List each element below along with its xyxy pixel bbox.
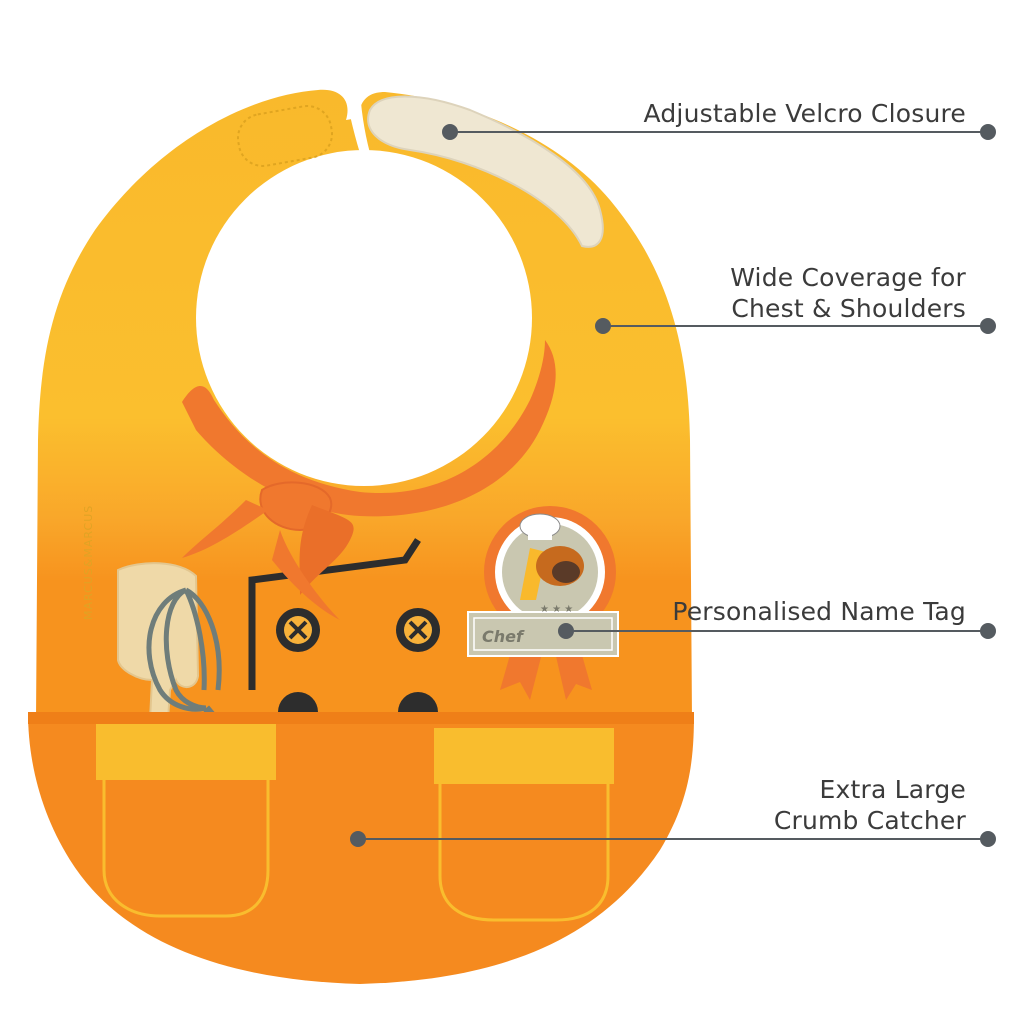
right-pocket-flap — [434, 728, 614, 784]
badge-name-plate — [467, 611, 619, 657]
scarf-band — [182, 340, 556, 517]
velcro-loop-patch — [237, 105, 333, 167]
neck-scarf — [182, 340, 556, 620]
callout-crumb-line-1: Extra Large — [819, 775, 966, 804]
callout-coverage-line-2: Chest & Shoulders — [731, 294, 966, 323]
jacket-button-2 — [396, 608, 440, 652]
scarf-right-tail — [299, 505, 354, 595]
badge-name-text: Chef — [482, 627, 525, 646]
callout-crumb-catcher: Extra Large Crumb Catcher — [774, 774, 966, 836]
callout-crumb-line-2: Crumb Catcher — [773, 806, 966, 835]
left-pocket-outline — [102, 780, 270, 918]
whisk — [146, 587, 222, 723]
name-badge: Chef ★ ★ ★ — [467, 506, 619, 700]
utensils — [117, 562, 222, 723]
callout-coverage-line-1: Wide Coverage for — [730, 263, 966, 292]
velcro-closure — [237, 95, 604, 248]
callout-velcro-line-1: Adjustable Velcro Closure — [643, 99, 966, 128]
callout-line-crumb-catcher — [350, 831, 996, 847]
callout-lines — [350, 124, 996, 847]
callout-wide-coverage: Wide Coverage for Chest & Shoulders — [730, 262, 966, 324]
callout-line-coverage — [595, 318, 996, 334]
right-pocket-outline — [438, 784, 610, 922]
left-pocket-flap — [96, 724, 276, 780]
scarf-tail-lower — [272, 530, 340, 620]
velcro-hook-patch — [367, 95, 604, 248]
giraffe-chef-icon — [519, 513, 584, 600]
spatula — [117, 562, 200, 721]
callout-line-velcro — [442, 124, 996, 140]
strap-gap — [346, 92, 372, 160]
jacket-collar-line — [248, 538, 421, 690]
brand-text: MARCUS&MARCUS — [82, 505, 95, 620]
crumb-catcher-rim — [28, 712, 694, 724]
callout-velcro-closure: Adjustable Velcro Closure — [644, 98, 967, 129]
neck-hole — [196, 150, 532, 486]
crumb-catcher — [28, 712, 694, 984]
callout-name-tag: Personalised Name Tag — [672, 596, 966, 627]
callout-line-name-tag — [558, 623, 996, 639]
badge-stars: ★ ★ ★ — [540, 604, 573, 615]
jacket-button-1 — [276, 608, 320, 652]
scarf-left-tail — [182, 500, 268, 558]
callout-name-tag-line-1: Personalised Name Tag — [672, 597, 966, 626]
